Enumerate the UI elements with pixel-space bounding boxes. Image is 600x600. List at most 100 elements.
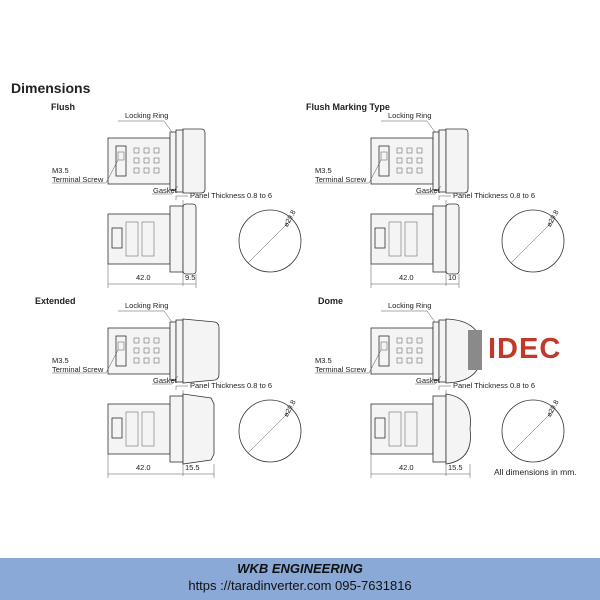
contact-slot	[153, 147, 160, 154]
front-length-dimension: 15.5	[448, 463, 463, 472]
contact-slot	[416, 167, 423, 174]
locking-ring-label: Locking Ring	[125, 111, 169, 120]
screw-size-label: M3.5	[52, 356, 69, 365]
contact-slot	[416, 147, 423, 154]
contact-slot	[406, 337, 413, 344]
contact-slot	[143, 347, 150, 354]
contact-slot	[133, 347, 140, 354]
mounted-front	[182, 393, 215, 465]
screw-leader	[315, 349, 382, 374]
gasket-label: Gasket	[416, 186, 440, 195]
company-name: WKB ENGINEERING	[237, 561, 363, 576]
diameter-line	[510, 218, 556, 264]
terminal-screw	[117, 341, 125, 351]
panel-thickness-mark	[438, 385, 446, 390]
diameter-line	[247, 408, 293, 454]
contact-slot	[133, 357, 140, 364]
mounted-contact	[388, 221, 402, 257]
locking-ring	[432, 321, 440, 381]
body-length-dimension: 42.0	[136, 273, 151, 282]
contact-slot	[396, 167, 403, 174]
contact-slot	[143, 157, 150, 164]
gasket-leader	[415, 185, 442, 195]
mounted-body	[107, 403, 171, 455]
terminal-block	[115, 335, 127, 367]
contact-slot	[406, 347, 413, 354]
contact-slot	[396, 147, 403, 154]
gasket-label: Gasket	[416, 376, 440, 385]
panel-thickness-mark	[438, 195, 446, 200]
body-length-dimension: 42.0	[399, 463, 414, 472]
screw-leader	[52, 159, 119, 184]
mounted-body	[370, 403, 434, 455]
terminal-block	[378, 145, 390, 177]
screw-label: Terminal Screw	[315, 365, 367, 374]
mounted-contact	[141, 411, 155, 447]
panel-title: Extended	[35, 296, 76, 306]
mounted-terminal	[111, 227, 123, 249]
contact-slot	[396, 337, 403, 344]
gasket-label: Gasket	[153, 186, 177, 195]
gasket-leader	[152, 375, 179, 385]
contact-slot	[153, 167, 160, 174]
contact-slot	[416, 157, 423, 164]
front-length-dimension: 9.5	[185, 273, 196, 282]
contact-slot	[133, 337, 140, 344]
contact-slot	[416, 357, 423, 364]
gasket-label: Gasket	[153, 376, 177, 385]
mounted-body	[370, 213, 434, 265]
contact-slot	[143, 337, 150, 344]
gasket	[438, 319, 447, 383]
mounted-ring	[169, 205, 184, 273]
contact-slot	[396, 157, 403, 164]
screw-leader	[52, 349, 119, 374]
locking-ring-label: Locking Ring	[388, 301, 432, 310]
mounted-contact	[404, 411, 418, 447]
locking-ring-label: Locking Ring	[125, 301, 169, 310]
panel-1-drawing	[52, 120, 302, 288]
contact-slot	[396, 357, 403, 364]
mounted-contact	[125, 411, 139, 447]
contact-slot	[416, 337, 423, 344]
contact-slot	[416, 347, 423, 354]
locking-ring-leader	[118, 120, 173, 133]
contact-slot	[406, 147, 413, 154]
diameter-line	[247, 218, 293, 264]
screw-label: Terminal Screw	[52, 175, 104, 184]
contact-slot	[133, 147, 140, 154]
gasket	[175, 319, 184, 383]
mounted-terminal	[374, 417, 386, 439]
gasket	[438, 129, 447, 193]
mounted-ring	[432, 395, 447, 463]
contact-slot	[396, 347, 403, 354]
panel-thickness-label: Panel Thickness 0.8 to 6	[453, 191, 535, 200]
terminal-block	[115, 145, 127, 177]
body-length-dimension: 42.0	[399, 273, 414, 282]
mounted-terminal	[374, 227, 386, 249]
gasket	[175, 129, 184, 193]
cutout-circle	[501, 399, 565, 463]
screw-size-label: M3.5	[315, 356, 332, 365]
terminal-block	[378, 335, 390, 367]
terminal-screw	[380, 151, 388, 161]
mounted-front	[445, 203, 460, 275]
contact-slot	[406, 357, 413, 364]
mounted-contact	[388, 411, 402, 447]
contact-slot	[143, 357, 150, 364]
contact-slot	[133, 167, 140, 174]
locking-ring-leader	[381, 120, 436, 133]
screw-size-label: M3.5	[52, 166, 69, 175]
screw-label: Terminal Screw	[52, 365, 104, 374]
front-cap	[182, 128, 206, 194]
terminal-screw	[380, 341, 388, 351]
locking-ring-leader	[381, 310, 436, 323]
cutout-circle	[238, 399, 302, 463]
contact-slot	[153, 357, 160, 364]
units-note: All dimensions in mm.	[494, 467, 577, 477]
mounted-contact	[125, 221, 139, 257]
contact-slot	[143, 147, 150, 154]
contact-slot	[406, 167, 413, 174]
contact-slot	[153, 157, 160, 164]
front-cap	[445, 128, 469, 194]
mounted-contact	[141, 221, 155, 257]
